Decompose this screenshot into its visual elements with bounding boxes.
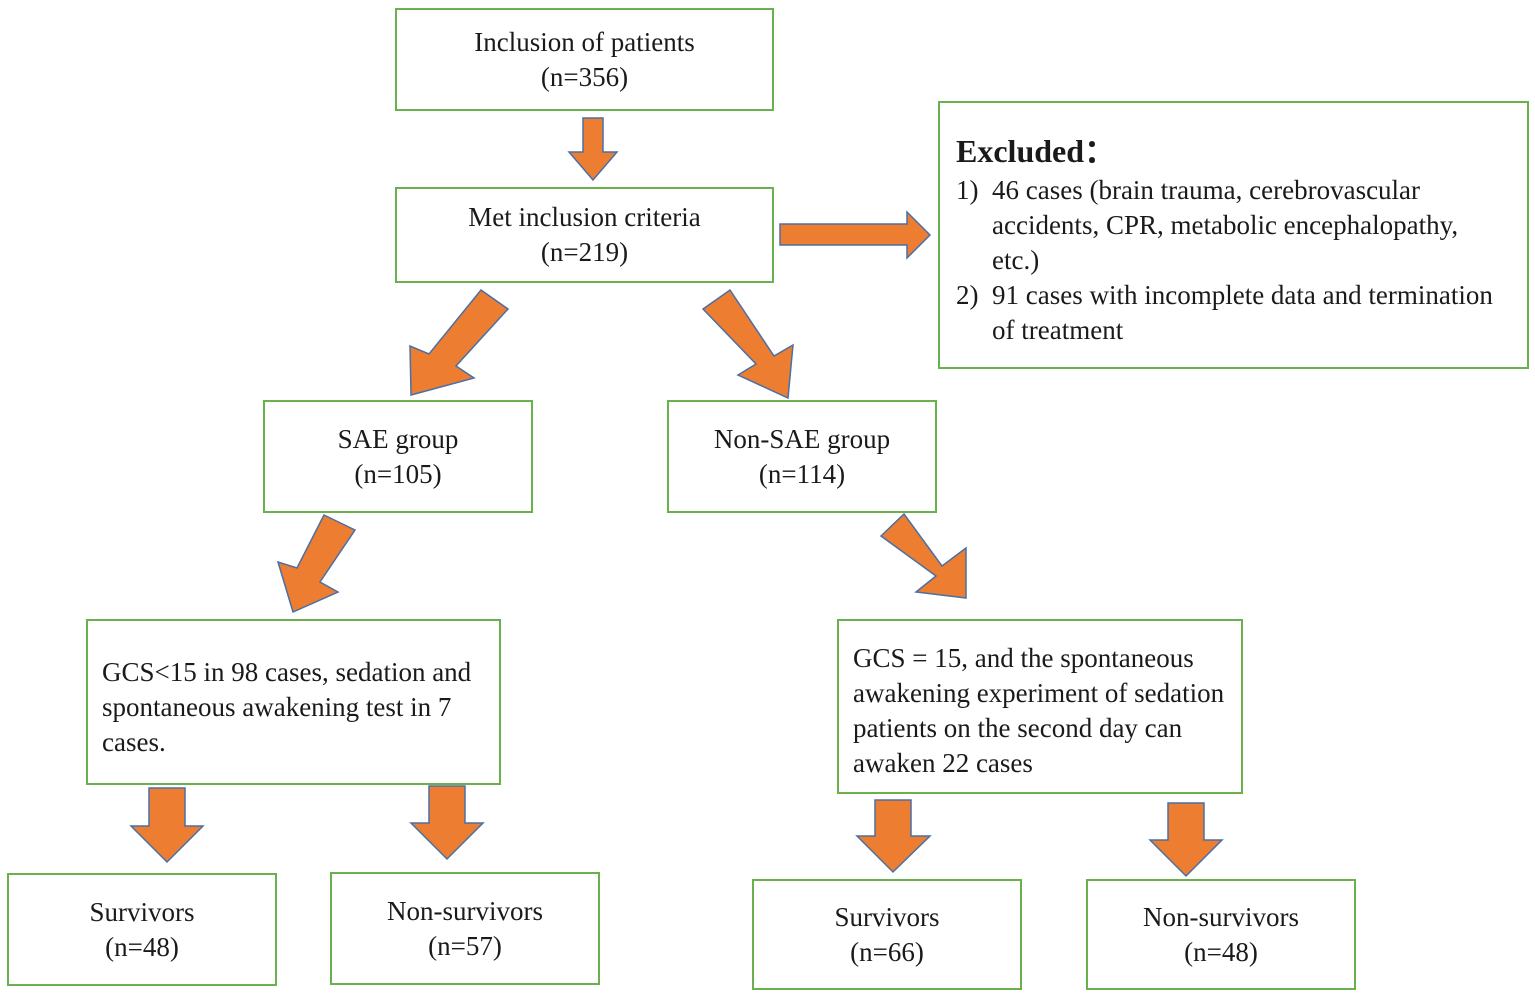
nonsae-survivors-title: Survivors [834, 901, 940, 932]
sae-nonsurvivors-box: Non-survivors (n=57) [330, 872, 600, 985]
arrow-gcs-15-to-survivors [855, 799, 932, 874]
nonsae-group-box: Non-SAE group (n=114) [667, 400, 937, 513]
sae-count: (n=105) [354, 458, 442, 489]
sae-nonsurvivors-count: (n=57) [428, 930, 502, 961]
arrow-inclusion-to-met [567, 117, 619, 182]
excluded-item: 2) 91 cases with incomplete data and ter… [956, 278, 1511, 348]
nonsae-nonsurvivors-box: Non-survivors (n=48) [1086, 879, 1356, 990]
nonsae-nonsurvivors-count: (n=48) [1184, 936, 1258, 967]
excluded-box: Excluded： 1) 46 cases (brain trauma, cer… [938, 101, 1529, 369]
arrow-sae-to-gcs-low [276, 514, 357, 614]
sae-survivors-count: (n=48) [105, 931, 179, 962]
nonsae-title: Non-SAE group [713, 423, 891, 454]
inclusion-box: Inclusion of patients (n=356) [395, 8, 774, 111]
nonsae-count: (n=114) [758, 458, 846, 489]
arrow-met-to-nonsae [701, 288, 794, 400]
excluded-title: Excluded： [956, 133, 1117, 169]
met-count: (n=219) [540, 237, 629, 267]
sae-survivors-title: Survivors [89, 896, 195, 927]
inclusion-title: Inclusion of patients [474, 26, 695, 57]
arrow-met-to-excluded [779, 210, 932, 260]
sae-title: SAE group [337, 423, 459, 454]
arrow-gcs-low-to-nonsurvivors [409, 785, 485, 861]
nonsae-survivors-box: Survivors (n=66) [752, 879, 1022, 990]
gcs-low-text: GCS<15 in 98 cases, sedation and spontan… [102, 657, 472, 757]
gcs-15-text: GCS = 15, and the spontaneous awakening … [853, 643, 1225, 778]
arrow-gcs-15-to-nonsurvivors [1148, 802, 1224, 878]
inclusion-count: (n=356) [540, 61, 629, 92]
excluded-item-number: 2) [956, 280, 979, 310]
met-title: Met inclusion criteria [468, 202, 701, 232]
excluded-item-number: 1) [956, 175, 979, 205]
arrow-nonsae-to-gcs-15 [879, 512, 967, 599]
sae-group-box: SAE group (n=105) [263, 400, 533, 513]
nonsae-survivors-count: (n=66) [850, 936, 924, 967]
arrow-gcs-low-to-survivors [129, 787, 205, 864]
sae-survivors-box: Survivors (n=48) [7, 873, 277, 986]
excluded-item: 1) 46 cases (brain trauma, cerebrovascul… [956, 173, 1511, 278]
sae-nonsurvivors-title: Non-survivors [387, 895, 543, 926]
excluded-item-text: 91 cases with incomplete data and termin… [992, 280, 1493, 345]
met-criteria-box: Met inclusion criteria (n=219) [395, 187, 774, 283]
gcs-15-box: GCS = 15, and the spontaneous awakening … [837, 619, 1243, 794]
arrow-met-to-sae [409, 288, 510, 396]
nonsae-nonsurvivors-title: Non-survivors [1143, 901, 1299, 932]
excluded-item-text: 46 cases (brain trauma, cerebrovascular … [992, 175, 1459, 275]
gcs-low-box: GCS<15 in 98 cases, sedation and spontan… [86, 619, 501, 785]
